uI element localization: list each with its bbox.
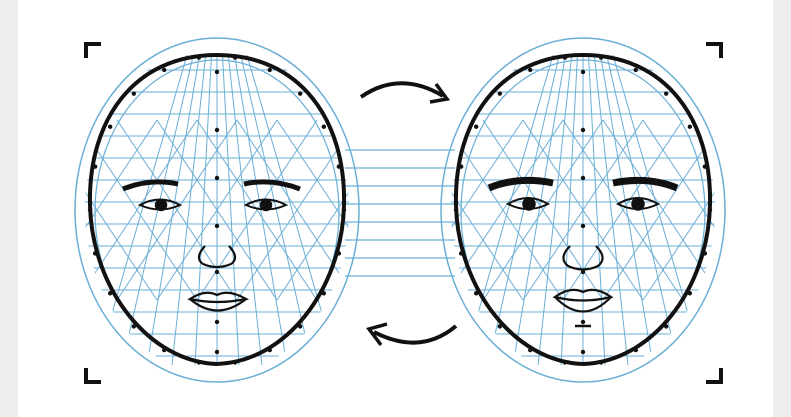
right-landmark [664, 91, 668, 95]
connector-lines [345, 150, 455, 276]
left-brow-left [123, 182, 178, 189]
right-landmark [528, 68, 532, 72]
crop-marks [86, 44, 721, 382]
arrow-bottom-left-icon [369, 324, 456, 345]
left-landmark [215, 350, 219, 354]
left-face [37, 38, 397, 382]
right-pupil-left [524, 199, 535, 210]
left-landmark [215, 176, 219, 180]
right-landmark [581, 70, 585, 74]
left-landmark [215, 128, 219, 132]
left-landmark [215, 320, 219, 324]
crop-mark-top-left [86, 44, 101, 58]
left-mesh-v [223, 55, 240, 365]
left-landmark [215, 224, 219, 228]
right-landmark [581, 320, 585, 324]
crop-mark-bottom-left [86, 368, 101, 382]
right-landmark [581, 128, 585, 132]
right-landmark [634, 68, 638, 72]
crop-mark-bottom-right [706, 368, 721, 382]
left-mesh-v [195, 55, 212, 365]
right-face [403, 38, 763, 382]
left-landmark [322, 125, 326, 129]
crop-mark-top-right [706, 44, 721, 58]
right-landmark [581, 350, 585, 354]
left-landmark [108, 125, 112, 129]
left-landmark [215, 270, 219, 274]
left-pupil-right [261, 200, 271, 210]
right-landmark [498, 91, 502, 95]
left-landmark [132, 91, 136, 95]
left-landmark [298, 91, 302, 95]
right-mesh-v [561, 55, 578, 365]
left-pupil-left [156, 200, 166, 210]
left-landmark [162, 68, 166, 72]
right-landmark [581, 176, 585, 180]
left-landmark [268, 68, 272, 72]
left-landmark [215, 70, 219, 74]
arrow-top-right-icon [361, 83, 447, 102]
right-landmark [474, 125, 478, 129]
right-landmark [688, 125, 692, 129]
right-landmark [581, 224, 585, 228]
right-mesh-v [589, 55, 606, 365]
right-pupil-right [633, 199, 644, 210]
